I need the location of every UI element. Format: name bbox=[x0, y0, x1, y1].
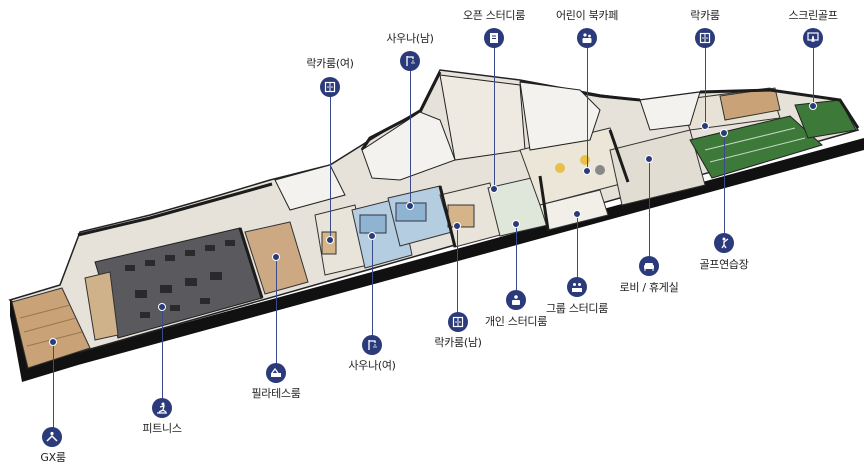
open-study-dot[interactable] bbox=[490, 185, 498, 193]
sauna-f-dot[interactable] bbox=[368, 232, 376, 240]
gx-room-dot[interactable] bbox=[49, 338, 57, 346]
lobby-label: 로비 / 휴게실 bbox=[619, 281, 679, 294]
lobby-floor bbox=[609, 129, 706, 206]
shower-icon[interactable] bbox=[362, 335, 382, 355]
personal-study-label: 개인 스터디룸 bbox=[484, 315, 548, 328]
shower-icon[interactable] bbox=[400, 51, 420, 71]
screen-golf-label: 스크린골프 bbox=[788, 9, 838, 22]
group-study-dot[interactable] bbox=[573, 210, 581, 218]
locker-top-leader-line bbox=[705, 38, 706, 126]
open-study-label: 오픈 스터디룸 bbox=[462, 9, 526, 22]
open-study-floor bbox=[439, 74, 526, 161]
locker-icon[interactable] bbox=[695, 28, 715, 48]
sauna-f-leader-line bbox=[372, 236, 373, 345]
lobby-leader-line bbox=[649, 159, 650, 266]
locker-icon[interactable] bbox=[448, 312, 468, 332]
pilates-label: 필라테스룸 bbox=[251, 387, 301, 400]
locker-top-dot[interactable] bbox=[701, 122, 709, 130]
locker-f-leader-line bbox=[330, 87, 331, 240]
golf-icon[interactable] bbox=[714, 233, 734, 253]
locker-f-dot[interactable] bbox=[326, 236, 334, 244]
golf-practice-dot[interactable] bbox=[720, 129, 728, 137]
gx-room-floor bbox=[11, 287, 91, 369]
group-study-label: 그룹 스터디룸 bbox=[545, 302, 609, 315]
group-study-leader-line bbox=[577, 214, 578, 287]
fitness-wood-strip bbox=[84, 271, 119, 341]
pilates-dot[interactable] bbox=[272, 253, 280, 261]
slab-edge bbox=[10, 138, 864, 382]
personal-study-leader-line bbox=[516, 224, 517, 300]
book-icon[interactable] bbox=[484, 28, 504, 48]
sauna-m-label: 사우나(남) bbox=[386, 32, 434, 45]
fitness-dot[interactable] bbox=[158, 303, 166, 311]
locker-m-leader-line bbox=[457, 226, 458, 322]
upper-block-mid bbox=[361, 111, 456, 181]
screen-golf-icon[interactable] bbox=[803, 28, 823, 48]
locker-icon[interactable] bbox=[320, 77, 340, 97]
gx-room-leader-line bbox=[53, 342, 54, 437]
kids-icon[interactable] bbox=[577, 28, 597, 48]
yoga-icon[interactable] bbox=[42, 427, 62, 447]
golf-practice-green bbox=[689, 115, 823, 179]
open-study-leader-line bbox=[494, 38, 495, 189]
treadmill-icon[interactable] bbox=[152, 398, 172, 418]
pilates-leader-line bbox=[276, 257, 277, 373]
sauna-f-label: 사우나(여) bbox=[348, 359, 396, 372]
upper-block-far bbox=[639, 91, 701, 131]
sofa-icon[interactable] bbox=[639, 256, 659, 276]
golf-practice-label: 골프연습장 bbox=[699, 258, 749, 271]
screen-golf-leader-line bbox=[813, 38, 814, 106]
fitness-leader-line bbox=[162, 307, 163, 408]
golf-practice-leader-line bbox=[724, 133, 725, 243]
personal-study-dot[interactable] bbox=[512, 220, 520, 228]
kids-cafe-label: 어린이 북카페 bbox=[555, 9, 619, 22]
locker-m-dot[interactable] bbox=[453, 222, 461, 230]
pilates-icon[interactable] bbox=[266, 363, 286, 383]
locker-top-label: 락카룸 bbox=[690, 9, 720, 22]
locker-f-label: 락카룸(여) bbox=[306, 57, 354, 70]
lobby-dot[interactable] bbox=[645, 155, 653, 163]
kids-cafe-leader-line bbox=[587, 38, 588, 171]
screen-golf-dot[interactable] bbox=[809, 102, 817, 110]
kids-cafe-dot[interactable] bbox=[583, 167, 591, 175]
group-icon[interactable] bbox=[567, 277, 587, 297]
study-icon[interactable] bbox=[506, 290, 526, 310]
fitness-label: 피트니스 bbox=[142, 422, 182, 435]
upper-block-right bbox=[519, 81, 601, 151]
upper-block-left bbox=[274, 164, 346, 211]
locker-m-label: 락카룸(남) bbox=[434, 336, 482, 349]
gx-room-label: GX룸 bbox=[40, 451, 66, 464]
sauna-m-leader-line bbox=[410, 61, 411, 206]
sauna-m-dot[interactable] bbox=[406, 202, 414, 210]
